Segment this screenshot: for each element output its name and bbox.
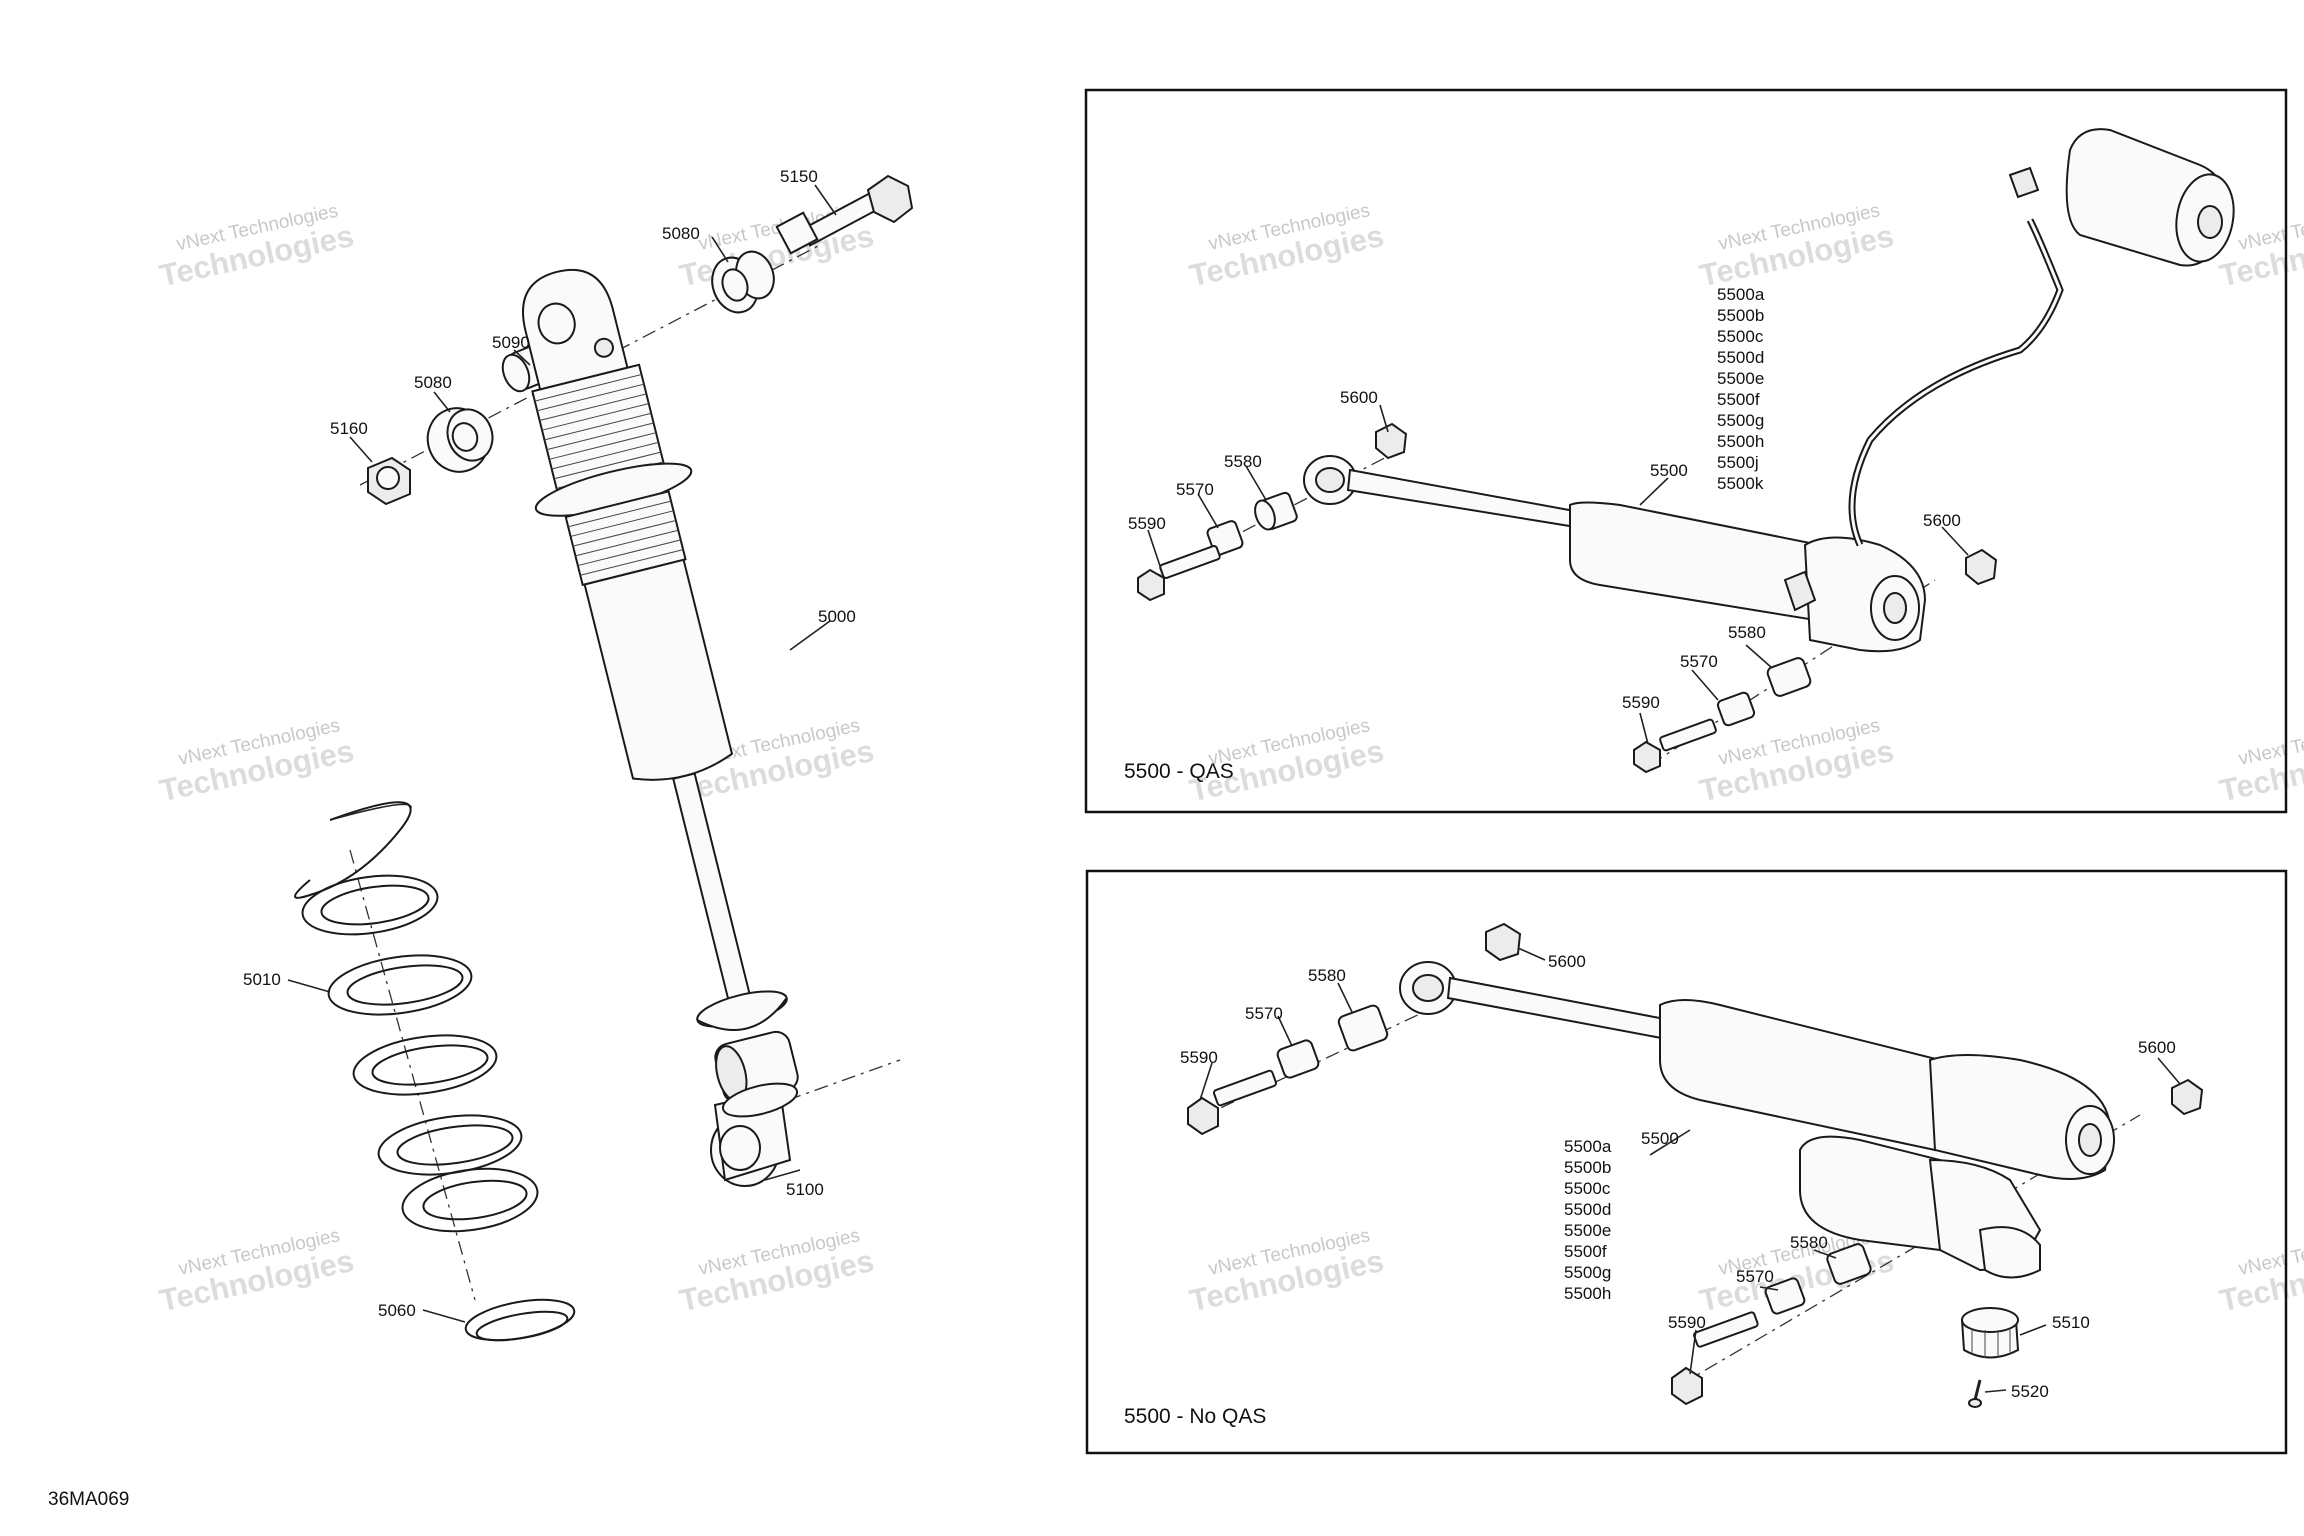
label-5580: 5580: [1308, 966, 1346, 985]
shock-5500-no-qas: [1399, 961, 2115, 1279]
variant-label: 5500a: [1564, 1137, 1612, 1156]
label-5060: 5060: [378, 1301, 416, 1320]
ring-5060: [464, 1298, 576, 1342]
spring-5010: [294, 801, 539, 1233]
bolt-5150: [775, 174, 914, 255]
knob-5510: [1960, 1307, 2020, 1359]
variant-label: 5500e: [1564, 1221, 1611, 1240]
variant-label: 5500b: [1717, 306, 1764, 325]
main-shock-assembly: 5150 5080 5090 5080 5160 5000 5010 5100 …: [243, 167, 914, 1342]
label-5500: 5500: [1641, 1129, 1679, 1148]
label-5600: 5600: [2138, 1038, 2176, 1057]
label-5510: 5510: [2052, 1313, 2090, 1332]
label-5150: 5150: [780, 167, 818, 186]
variant-label: 5500f: [1564, 1242, 1607, 1261]
label-5160: 5160: [330, 419, 368, 438]
label-5580: 5580: [1224, 452, 1262, 471]
hardware-right-qas: [1633, 548, 1998, 774]
label-5600: 5600: [1548, 952, 1586, 971]
variant-label: 5500e: [1717, 369, 1764, 388]
shock-5000: [522, 268, 799, 1104]
label-5580: 5580: [1790, 1233, 1828, 1252]
axis-line: [349, 849, 476, 1301]
nut-5160: [367, 456, 411, 506]
shock-5500-qas: [1303, 128, 2235, 653]
panel-title: 5500 - No QAS: [1124, 1405, 1266, 1428]
variant-label: 5500c: [1564, 1179, 1611, 1198]
label-5090: 5090: [492, 333, 530, 352]
label-5570: 5570: [1736, 1267, 1774, 1286]
label-5100: 5100: [786, 1180, 824, 1199]
variant-label: 5500c: [1717, 327, 1764, 346]
label-5590: 5590: [1622, 693, 1660, 712]
variant-label: 5500d: [1564, 1200, 1611, 1219]
variant-label: 5500k: [1717, 474, 1764, 493]
label-5520: 5520: [2011, 1382, 2049, 1401]
axis-line: [759, 1059, 901, 1111]
variant-label: 5500a: [1717, 285, 1765, 304]
label-5600: 5600: [1340, 388, 1378, 407]
label-5590: 5590: [1180, 1048, 1218, 1067]
label-5590: 5590: [1128, 514, 1166, 533]
variant-label: 5500g: [1717, 411, 1764, 430]
hardware-right-no-qas: [1671, 1078, 2204, 1406]
panel-title: 5500 - QAS: [1124, 760, 1234, 783]
label-5580: 5580: [1728, 623, 1766, 642]
variant-label: 5500d: [1717, 348, 1764, 367]
panel-5500-qas: 5600 5580 5570 5590 5500 5600 5580 5570 …: [1084, 88, 2288, 814]
variant-label: 5500h: [1564, 1284, 1611, 1303]
hardware-left-no-qas: [1187, 922, 1522, 1136]
variant-list: 5500a 5500b 5500c 5500d 5500e 5500f 5500…: [1717, 285, 1765, 493]
axis-line: [1194, 994, 1461, 1121]
label-5080: 5080: [414, 373, 452, 392]
bushing-5100: [710, 1082, 799, 1187]
bushing-5080-lower: [426, 407, 494, 473]
label-5600: 5600: [1923, 511, 1961, 530]
label-5570: 5570: [1176, 480, 1214, 499]
label-5000: 5000: [818, 607, 856, 626]
panel-frame: [1085, 869, 2288, 1455]
screw-5520: [1968, 1379, 1982, 1408]
hardware-left-qas: [1137, 422, 1408, 602]
variant-label: 5500f: [1717, 390, 1760, 409]
variant-list: 5500a 5500b 5500c 5500d 5500e 5500f 5500…: [1564, 1137, 1612, 1303]
panel-5500-no-qas: 5600 5580 5570 5590 5500 5600 5580 5570 …: [1085, 869, 2288, 1455]
label-5500: 5500: [1650, 461, 1688, 480]
variant-label: 5500j: [1717, 453, 1759, 472]
variant-label: 5500b: [1564, 1158, 1611, 1177]
label-5590: 5590: [1668, 1313, 1706, 1332]
bushing-5080-top: [711, 250, 775, 314]
label-5010: 5010: [243, 970, 281, 989]
variant-label: 5500g: [1564, 1263, 1611, 1282]
panel-frame: [1084, 88, 2288, 814]
diagram-code: 36MA069: [48, 1489, 129, 1510]
variant-label: 5500h: [1717, 432, 1764, 451]
label-5570: 5570: [1245, 1004, 1283, 1023]
label-5570: 5570: [1680, 652, 1718, 671]
label-5080: 5080: [662, 224, 700, 243]
